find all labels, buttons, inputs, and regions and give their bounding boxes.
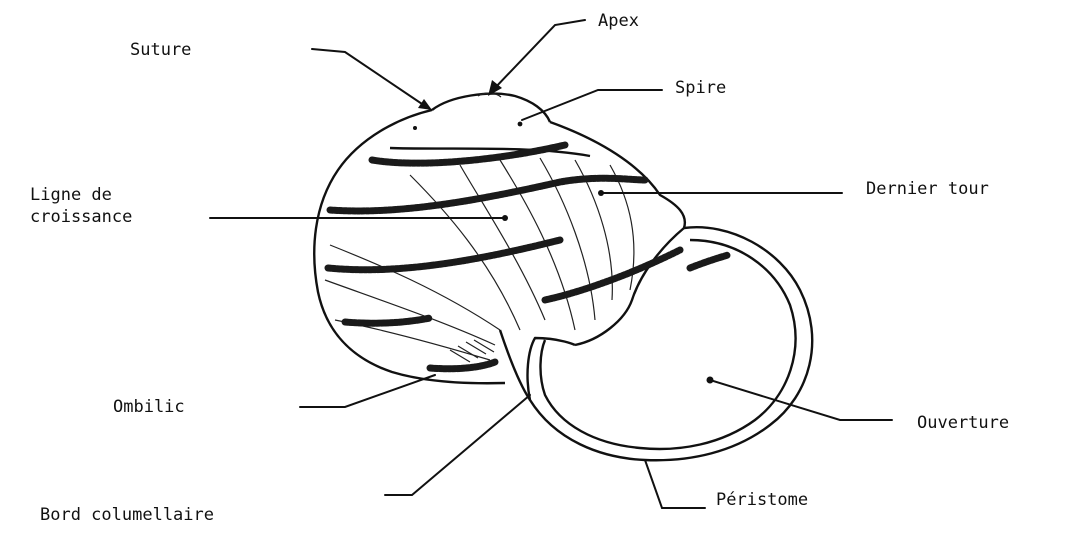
ouverture-dot xyxy=(707,377,714,384)
spire-leader xyxy=(522,90,662,120)
label-dernier-tour: Dernier tour xyxy=(866,179,989,199)
ligne-croissance-dot xyxy=(502,215,508,221)
ombilic-leader xyxy=(300,375,435,407)
label-ouverture: Ouverture xyxy=(917,413,1009,433)
shell-bands xyxy=(328,145,728,369)
label-peristome: Péristome xyxy=(716,490,808,510)
label-apex: Apex xyxy=(598,11,639,31)
shell-illustration xyxy=(314,93,812,460)
bord-columellaire-leader xyxy=(385,395,530,495)
suture-leader xyxy=(312,49,428,108)
leader-lines xyxy=(210,20,892,508)
apex-whorl xyxy=(432,94,550,122)
dernier-tour-dot xyxy=(598,190,604,196)
label-ligne-de: Ligne de xyxy=(30,185,112,205)
label-bord-columellaire: Bord columellaire xyxy=(40,505,214,525)
peristome-leader xyxy=(645,460,705,508)
label-ombilic: Ombilic xyxy=(113,397,185,417)
columellar-edge xyxy=(500,330,530,400)
apex-leader xyxy=(493,20,585,90)
label-spire: Spire xyxy=(675,78,726,98)
spire-dot xyxy=(518,122,523,127)
body-whorl-outline xyxy=(314,110,685,383)
label-croissance: croissance xyxy=(30,207,132,227)
suture-arrowhead xyxy=(418,99,432,110)
spire-dot-left xyxy=(413,126,417,130)
label-suture: Suture xyxy=(130,40,191,60)
